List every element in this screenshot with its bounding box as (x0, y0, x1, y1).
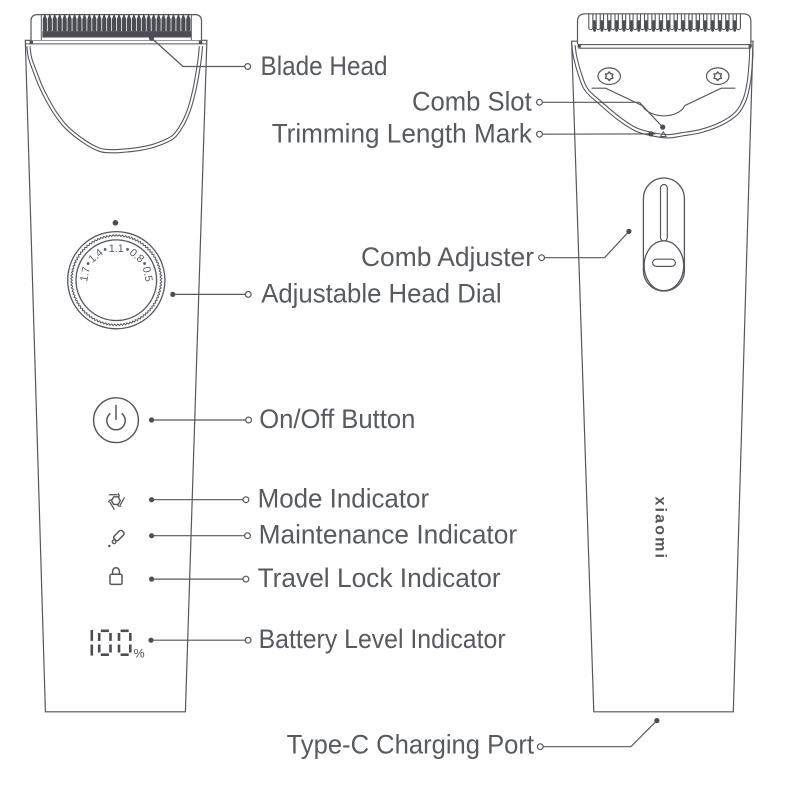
svg-text:Maintenance Indicator: Maintenance Indicator (259, 519, 517, 550)
svg-text:Battery Level Indicator: Battery Level Indicator (259, 623, 506, 654)
svg-text:%: % (134, 646, 145, 660)
svg-text:Comb Adjuster: Comb Adjuster (361, 241, 534, 272)
svg-text:On/Off Button: On/Off Button (259, 403, 415, 434)
svg-text:Mode Indicator: Mode Indicator (258, 483, 430, 514)
svg-text:Blade Head: Blade Head (261, 50, 388, 81)
svg-text:1.7: 1.7 (78, 266, 93, 283)
svg-text:Trimming Length Mark: Trimming Length Mark (272, 117, 533, 148)
svg-text:Comb Slot: Comb Slot (412, 86, 532, 117)
svg-text:Type-C Charging Port: Type-C Charging Port (287, 728, 535, 759)
svg-text:0.5: 0.5 (140, 266, 155, 283)
svg-text:1.1: 1.1 (109, 243, 124, 255)
svg-text:xiaomi: xiaomi (652, 497, 669, 561)
svg-text:Travel Lock Indicator: Travel Lock Indicator (258, 562, 501, 593)
svg-text:Adjustable Head Dial: Adjustable Head Dial (261, 277, 501, 308)
